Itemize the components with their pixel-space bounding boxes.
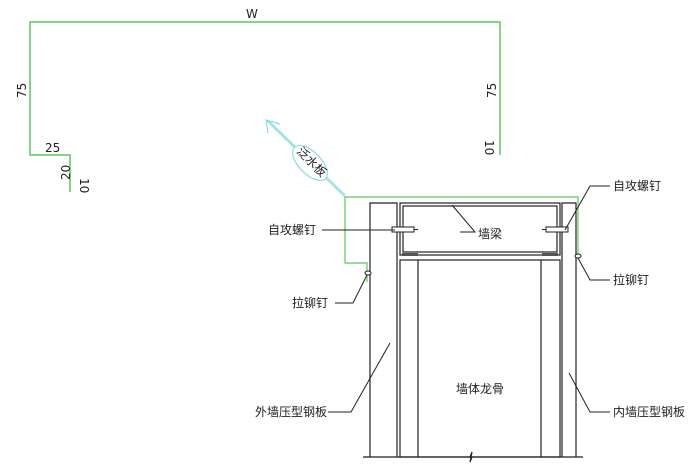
rivet-left-icon <box>364 270 372 276</box>
screw-left-label: 自攻螺钉 <box>268 223 316 237</box>
self-tapping-screw-right <box>542 226 569 233</box>
dim-step: 25 <box>45 141 60 155</box>
flashing-callout <box>265 119 346 198</box>
beam-lip-left <box>402 253 418 256</box>
dim-lip-left: 10 <box>77 178 91 193</box>
dim-lip-right: 10 <box>482 140 496 155</box>
dim-drop: 20 <box>59 165 73 180</box>
rivet-right-label: 拉铆钉 <box>613 272 649 287</box>
wall-beam-label: 墙梁 <box>478 226 502 241</box>
rivet-right-icon <box>574 253 582 259</box>
inner-panel-label: 内墙压型钢板 <box>613 405 685 419</box>
dim-left-height: 75 <box>15 83 29 98</box>
wall-structure <box>363 202 583 463</box>
outer-panel-label: 外墙压型钢板 <box>255 405 327 419</box>
self-tapping-screw-left <box>391 226 418 233</box>
wall-flashing <box>344 196 579 282</box>
dim-width: W <box>246 7 258 21</box>
leader-lines <box>322 185 610 413</box>
beam-lip-right <box>542 253 558 256</box>
screw-right-label: 自攻螺钉 <box>613 179 661 193</box>
rivet-left-label: 拉铆钉 <box>292 295 328 310</box>
flashing-profile <box>29 21 501 192</box>
wall-stud-label: 墙体龙骨 <box>456 382 504 396</box>
dim-right-height: 75 <box>485 83 499 98</box>
